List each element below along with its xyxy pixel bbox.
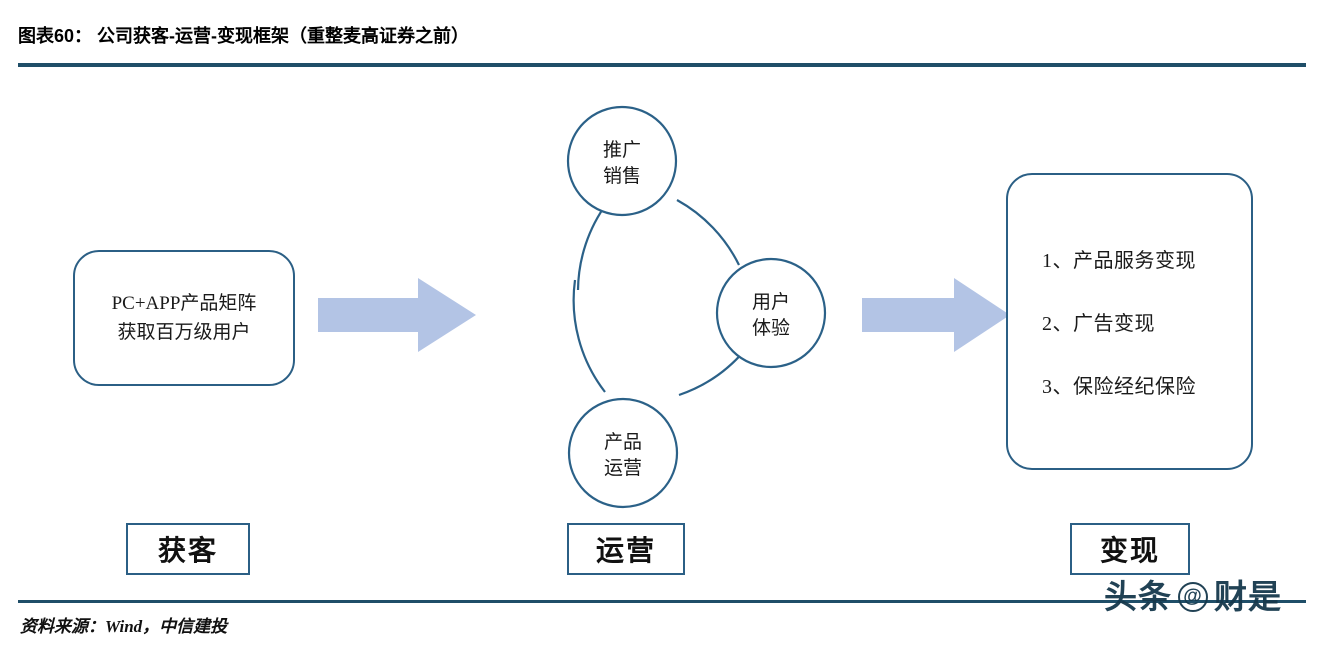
page-title: 图表60： 公司获客-运营-变现框架（重整麦高证券之前） [18,26,470,46]
stage-label-acquire-text: 获客 [157,536,218,567]
monetize-item-1: 1、产品服务变现 [1042,250,1196,272]
monetize-item-3: 3、保险经纪保险 [1042,376,1196,398]
stage-label-acquire: 获客 [126,523,250,575]
monetize-box: 1、产品服务变现 2、广告变现 3、保险经纪保险 [1006,173,1253,470]
footer-divider [18,600,1306,603]
flow-arrow-acquire-to-operate [318,278,476,352]
cycle-node-promotion-line-2: 销售 [603,165,641,187]
operation-cycle: 推广 销售 用户 体验 产品 运营 [566,105,827,509]
cycle-node-user-experience [715,257,827,369]
acquire-box: PC+APP产品矩阵 获取百万级用户 [73,250,295,386]
cycle-node-user-experience-line-1: 用户 [752,291,790,313]
cycle-node-product-operation-line-2: 运营 [604,457,642,479]
ring-arc-left-upper [576,202,608,291]
title-divider [18,63,1306,67]
watermark-right-text: 财是 [1214,578,1282,615]
stage-label-operate: 运营 [567,523,685,575]
cycle-node-user-experience-line-2: 体验 [752,317,790,339]
at-symbol-icon: @ [1178,581,1208,612]
watermark: 头条 @ 财是 [1104,580,1282,613]
acquire-box-line-1: PC+APP产品矩阵 [111,292,257,314]
watermark-left-text: 头条 [1104,578,1172,615]
cycle-node-product-operation [567,397,679,509]
stage-label-operate-text: 运营 [595,536,656,567]
stage-label-monetize: 变现 [1070,523,1190,575]
monetize-item-2: 2、广告变现 [1042,313,1155,335]
cycle-node-promotion [566,105,678,217]
cycle-node-product-operation-line-1: 产品 [604,431,642,453]
flow-arrow-operate-to-monetize [862,278,1010,352]
cycle-node-promotion-line-1: 推广 [603,139,641,161]
ring-arc-top-right [676,199,740,266]
ring-arc-bottom-right [678,349,746,397]
acquire-box-line-2: 获取百万级用户 [117,322,251,343]
ring-arc-left-lower [572,279,606,393]
source-note: 资料来源：Wind，中信建投 [20,617,228,636]
stage-label-monetize-text: 变现 [1099,536,1160,567]
